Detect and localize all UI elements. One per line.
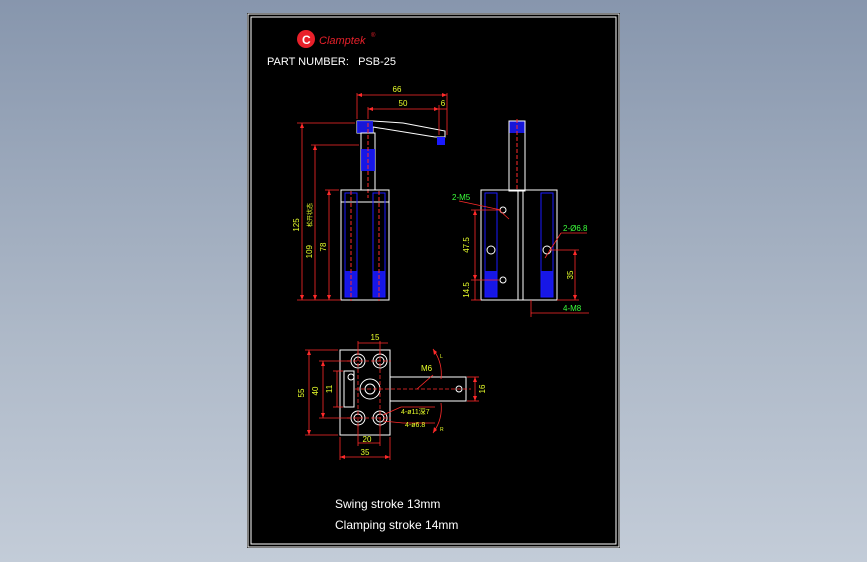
- callout-counterbore: 4-ø11深7: [401, 407, 430, 416]
- note-clamping-stroke: Clamping stroke 14mm: [335, 518, 458, 532]
- dim-125: 125: [292, 218, 301, 232]
- dim-6: 6: [441, 99, 446, 108]
- callout-2-m5: 2-M5: [452, 193, 471, 202]
- callout-4-phi6-8: 4-ø6.8: [405, 422, 425, 429]
- side-m5-hole-lower: [499, 276, 507, 284]
- arm-hub: [357, 121, 373, 133]
- dim-40: 40: [311, 386, 320, 395]
- cad-drawing: C Clamptek ® PART NUMBER: PSB-25: [247, 13, 620, 548]
- dim-15: 15: [371, 333, 380, 342]
- top-groove: [343, 370, 355, 408]
- outer-border: [247, 13, 620, 548]
- drawing-sheet: C Clamptek ® PART NUMBER: PSB-25: [247, 13, 620, 548]
- side-bolt-left: [485, 271, 497, 297]
- arm-tip-screw: [437, 137, 445, 145]
- dim-78: 78: [319, 242, 328, 251]
- callout-4-m8: 4-M8: [563, 304, 582, 313]
- logo-letter: C: [302, 33, 311, 47]
- dim-35-side: 35: [566, 270, 575, 279]
- side-view: 2-M5 2-Ø6.8 4-M8 47.5 14.5 35: [452, 119, 589, 317]
- inner-border: [250, 16, 617, 545]
- logo-circle-icon: [297, 30, 315, 48]
- dim-66: 66: [393, 85, 402, 94]
- side-body: [480, 189, 558, 301]
- note-swing-stroke: Swing stroke 13mm: [335, 497, 440, 511]
- dim-35-top: 35: [361, 448, 370, 457]
- dim-14-5: 14.5: [462, 282, 471, 298]
- front-view: 66 50 6 125 109 松开状态 78: [292, 85, 448, 301]
- dim-109-note: 松开状态: [306, 203, 314, 227]
- cylinder-body: [340, 189, 390, 301]
- brand-registered-mark: ®: [371, 32, 376, 39]
- top-pin: [347, 373, 355, 381]
- rotation-label-r: R: [440, 427, 444, 433]
- rotation-label-l: L: [440, 354, 443, 360]
- dim-109: 109: [305, 244, 314, 258]
- dim-16: 16: [478, 384, 487, 393]
- dim-55: 55: [297, 388, 306, 397]
- dim-50: 50: [399, 99, 408, 108]
- brand-logo: C Clamptek ®: [297, 30, 376, 48]
- part-number: PART NUMBER: PSB-25: [267, 56, 396, 68]
- top-m6-hole: [455, 385, 463, 393]
- side-bolt-right: [541, 271, 553, 297]
- dim-m6: M6: [421, 364, 433, 373]
- top-view: 15 M6 55 40 11 16 4-ø11深7 4-ø6.8 20 35 L…: [297, 333, 487, 460]
- dim-47-5: 47.5: [462, 237, 471, 253]
- brand-name: Clamptek: [319, 35, 366, 47]
- side-port-left: [486, 245, 496, 255]
- dim-11: 11: [325, 384, 334, 393]
- dim-20: 20: [363, 435, 372, 444]
- callout-2-phi6-8: 2-Ø6.8: [563, 224, 588, 233]
